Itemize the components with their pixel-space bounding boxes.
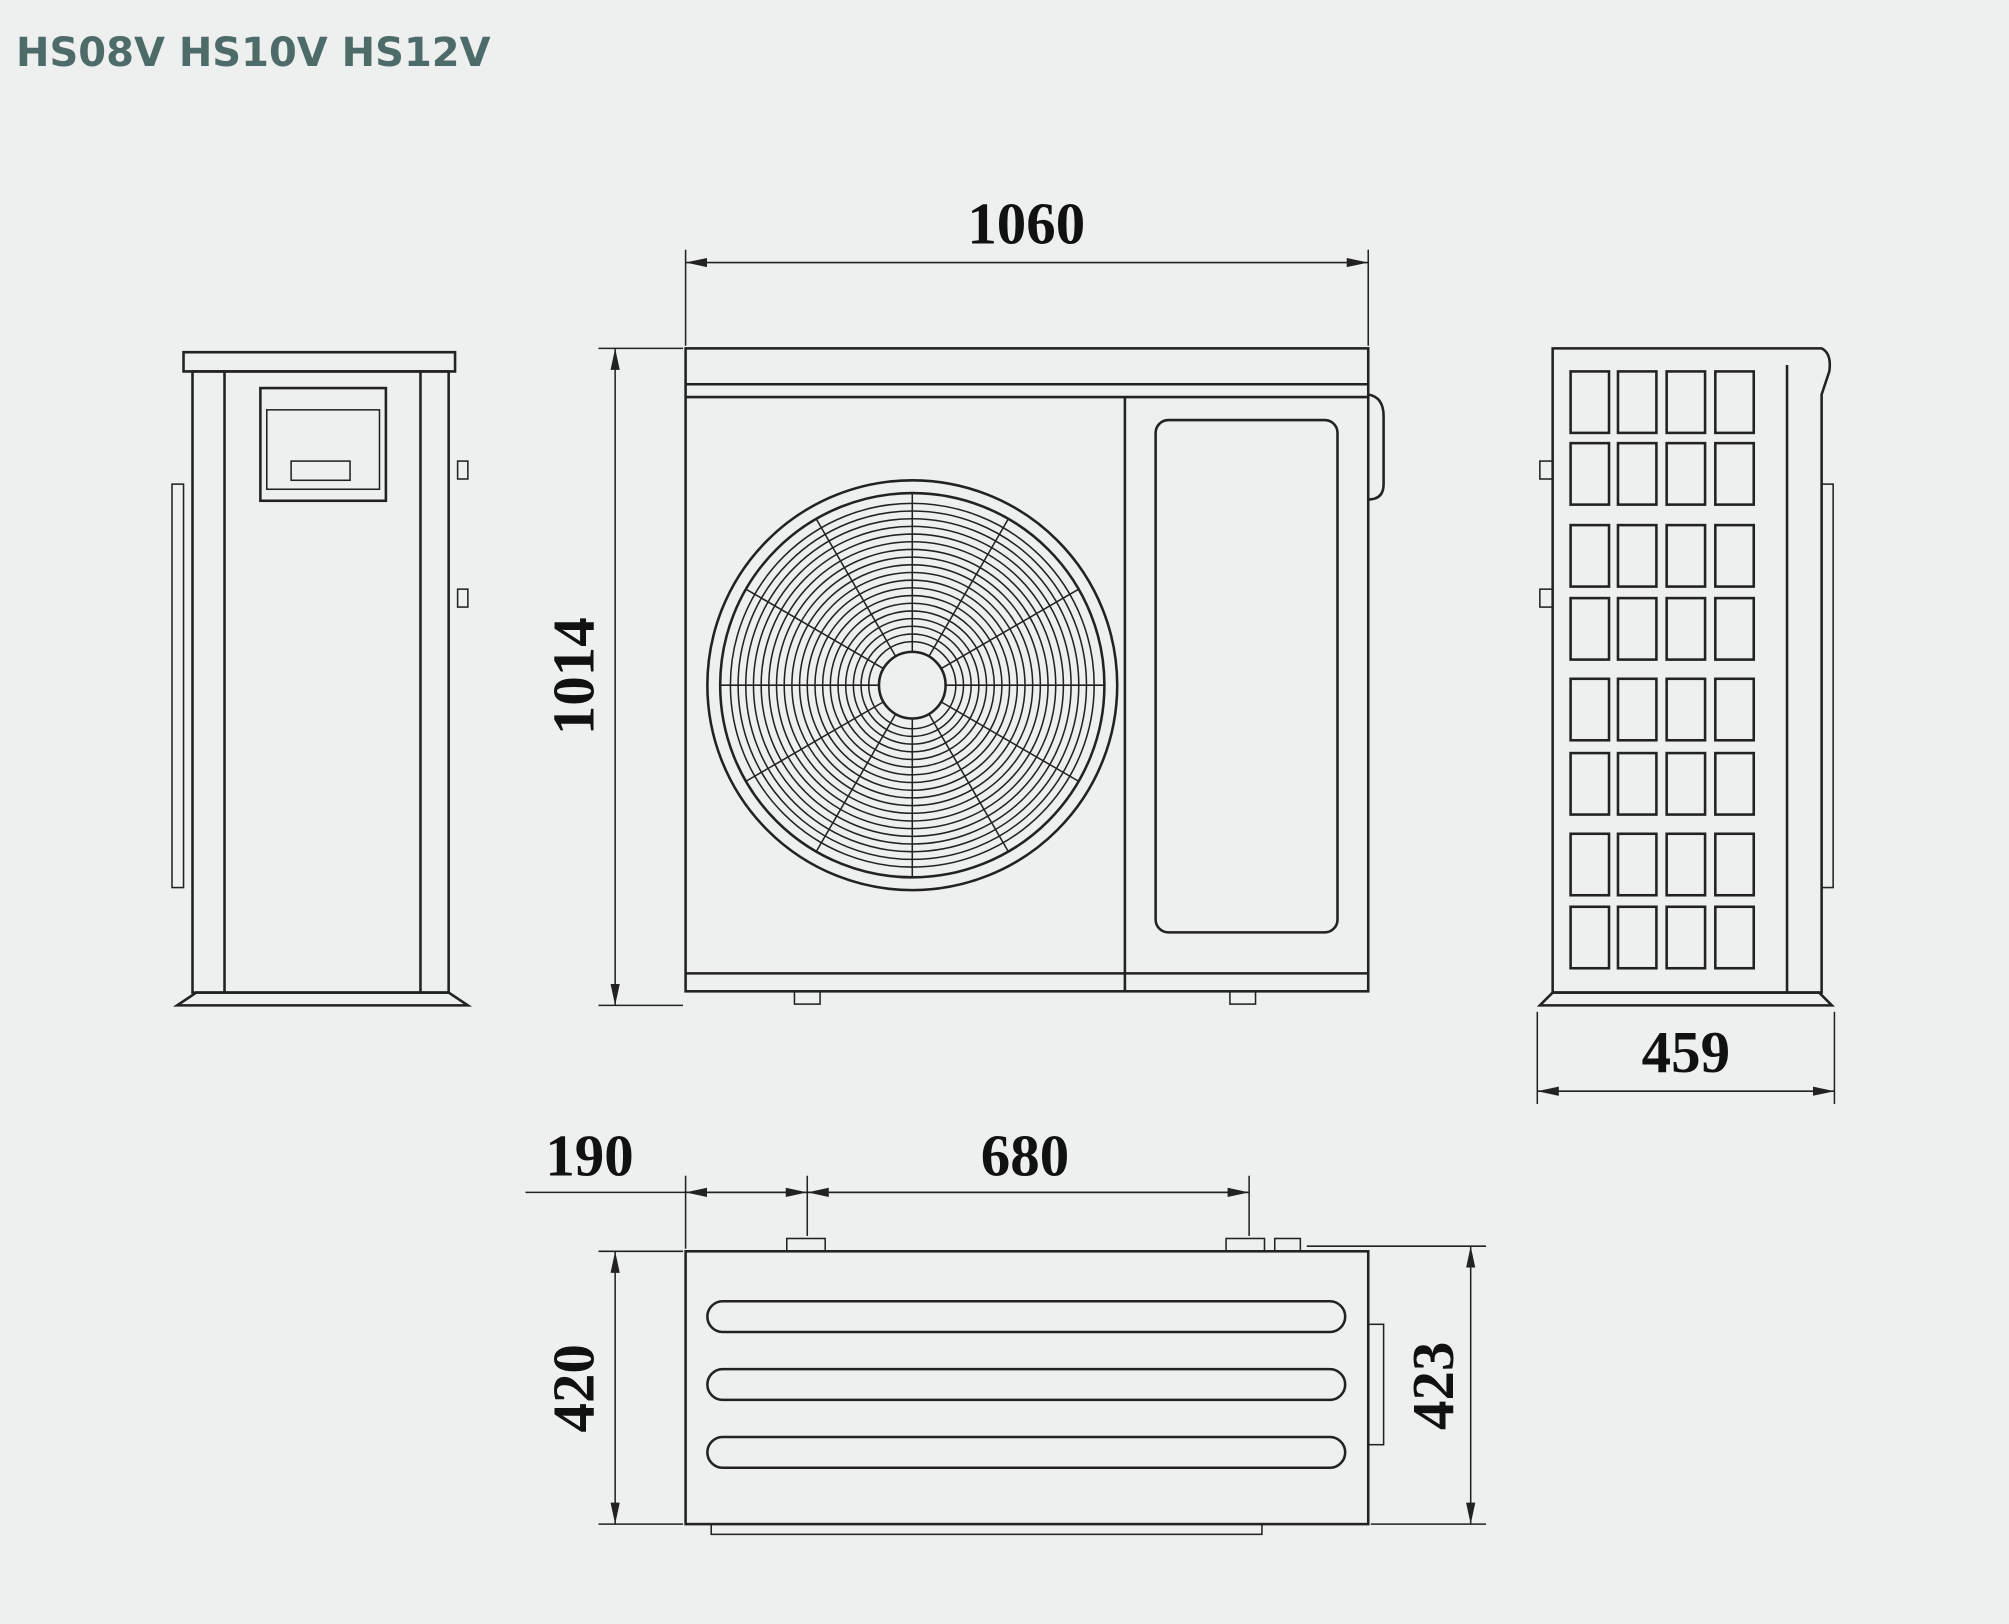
dimension-width: 1060	[967, 191, 1085, 256]
dimension-base-depth: 420	[541, 1344, 606, 1432]
dimension-foot-spacing: 680	[981, 1124, 1069, 1189]
grille-cell	[1665, 441, 1707, 506]
fan-grille	[706, 479, 1119, 892]
side-view-right	[1536, 347, 1835, 1007]
grille-cell	[1616, 832, 1658, 897]
grille-cell	[1665, 370, 1707, 435]
top-view	[684, 1237, 1385, 1536]
grille-cell	[1714, 441, 1756, 506]
grille-cell	[1714, 677, 1756, 742]
grille-cell	[1714, 523, 1756, 588]
grille-cell	[1569, 523, 1611, 588]
grille-cell	[1569, 677, 1611, 742]
grille-cell	[1616, 523, 1658, 588]
dimension-height: 1014	[541, 617, 606, 735]
grille-cell	[1616, 751, 1658, 816]
grille-cell	[1714, 751, 1756, 816]
grille-cell	[1616, 905, 1658, 970]
dimension-depth: 459	[1642, 1020, 1730, 1085]
dimension-foot-offset: 190	[545, 1124, 633, 1189]
grille-cell	[1665, 832, 1707, 897]
model-title: HS08V HS10V HS12V	[16, 30, 491, 76]
grille-cell	[1665, 596, 1707, 661]
grille-cell	[1569, 370, 1611, 435]
grille-cell	[1616, 596, 1658, 661]
grille-cell	[1665, 905, 1707, 970]
front-view	[684, 347, 1385, 1005]
grille-cell	[1714, 832, 1756, 897]
dimension-total-depth: 423	[1401, 1342, 1466, 1430]
grille-cell	[1714, 596, 1756, 661]
grille-cell	[1616, 370, 1658, 435]
grille-cell	[1616, 441, 1658, 506]
grille-cell	[1714, 370, 1756, 435]
grille-cell	[1569, 441, 1611, 506]
side-view-left	[171, 350, 473, 1007]
grille-cell	[1665, 523, 1707, 588]
grille-cell	[1616, 677, 1658, 742]
grille-cell	[1569, 596, 1611, 661]
grille-cell	[1665, 751, 1707, 816]
grille-cell	[1665, 677, 1707, 742]
grille-cell	[1569, 832, 1611, 897]
grille-cell	[1714, 905, 1756, 970]
grille-cell	[1569, 751, 1611, 816]
grille-cell	[1569, 905, 1611, 970]
